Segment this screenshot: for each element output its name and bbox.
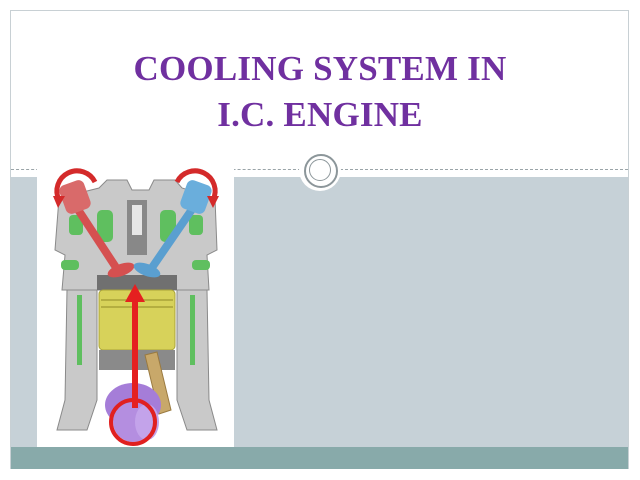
footer-band xyxy=(11,447,628,469)
engine-cylinder-icon xyxy=(53,168,219,446)
title-line-1: COOLING SYSTEM IN xyxy=(133,49,507,88)
circle-ornament-icon xyxy=(304,154,338,188)
title-placeholder: COOLING SYSTEM IN I.C. ENGINE xyxy=(10,10,630,168)
circle-ornament-inner xyxy=(309,159,331,181)
engine-image xyxy=(37,160,234,447)
slide-title: COOLING SYSTEM IN I.C. ENGINE xyxy=(10,46,630,138)
dotted-divider-right xyxy=(340,169,628,170)
title-line-2: I.C. ENGINE xyxy=(217,95,423,134)
